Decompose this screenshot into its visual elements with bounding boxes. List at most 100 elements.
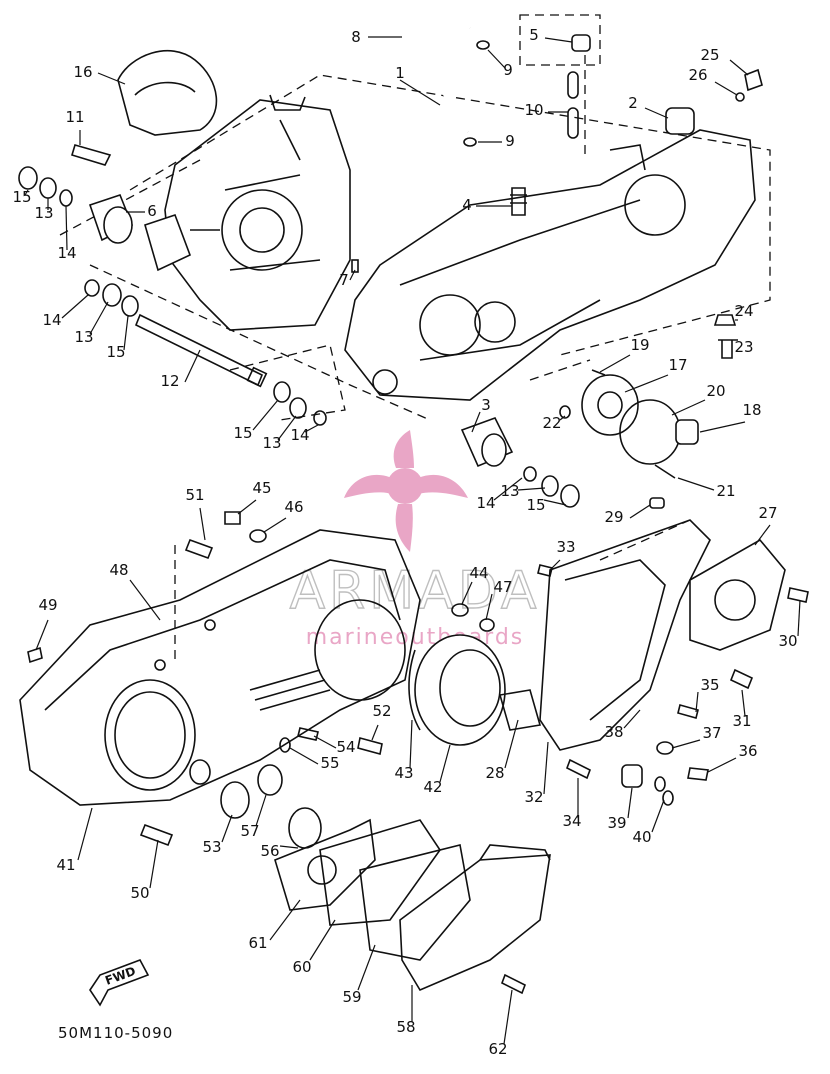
leader-line-50 [149,839,159,889]
leader-line-40 [651,799,665,833]
callout-61: 61 [248,934,267,952]
callout-54: 54 [336,738,355,756]
forward-arrow: FWD [89,959,150,1007]
callout-34: 34 [562,812,581,830]
lower-left-fasteners [27,511,383,849]
leader-line-52 [371,724,379,741]
callout-1: 1 [395,64,405,82]
leader-line-37 [671,739,701,749]
callout-35: 35 [700,676,719,694]
callout-17: 17 [668,356,687,374]
callout-14: 14 [290,426,309,444]
left-bearings [18,144,192,317]
leader-line-14 [65,205,68,251]
callout-8: 8 [351,28,361,46]
leader-line-51 [199,507,206,541]
callout-36: 36 [738,742,757,760]
leader-line-46 [263,517,287,533]
callout-56: 56 [260,842,279,860]
callout-2: 2 [628,94,638,112]
callout-3: 3 [481,396,491,414]
callout-13: 13 [34,204,53,222]
leader-line-32 [543,741,549,795]
leader-line-15 [543,499,567,506]
leader-line-39 [627,787,633,819]
callout-32: 32 [524,788,543,806]
crankcase-cover-left [19,529,421,806]
callout-49: 49 [38,596,57,614]
watermark-blade-left [344,474,392,498]
leader-line-38 [623,709,641,729]
callout-15: 15 [12,188,31,206]
callout-38: 38 [604,723,623,741]
callout-50: 50 [130,884,149,902]
callout-48: 48 [109,561,128,579]
callout-16: 16 [73,63,92,81]
callout-26: 26 [688,66,707,84]
callout-22: 22 [542,414,561,432]
callout-14: 14 [57,244,76,262]
leader-line-22 [559,415,566,421]
callout-9: 9 [505,132,515,150]
watermark-hub [387,468,423,504]
leader-line-53 [221,814,233,843]
lower-covers [274,818,551,995]
leader-line-44 [461,581,473,605]
leader-line-35 [695,691,699,713]
leader-line-15 [123,315,129,351]
leader-line-55 [289,747,319,765]
callout-60: 60 [292,958,311,976]
callout-14: 14 [42,311,61,329]
leader-line-43 [409,719,413,769]
callout-41: 41 [56,856,75,874]
leader-line-15 [252,399,279,431]
callout-20: 20 [706,382,725,400]
callout-46: 46 [284,498,303,516]
callout-53: 53 [202,838,221,856]
leader-line-28 [504,719,519,769]
leader-line-17 [624,374,669,393]
callout-13: 13 [74,328,93,346]
leader-line-14 [304,424,319,433]
leader-lines [24,36,801,1045]
assembly-guide-lines [59,14,771,660]
callout-62: 62 [488,1040,507,1058]
pump-assembly [581,314,738,479]
leader-line-48 [129,579,161,621]
callout-11: 11 [65,108,84,126]
leader-line-29 [629,504,651,519]
leader-line-14 [61,294,89,319]
leader-line-33 [549,559,561,571]
callout-15: 15 [233,424,252,442]
leader-line-57 [255,794,267,827]
callout-33: 33 [556,538,575,556]
callout-12: 12 [160,372,179,390]
gasket-16 [117,50,218,136]
callout-6: 6 [147,202,157,220]
leader-line-26 [714,81,738,96]
cap-42 [408,603,506,746]
fwd-label: FWD [103,964,137,988]
callout-55: 55 [320,754,339,772]
leader-line-14 [493,477,523,501]
callout-9: 9 [503,61,513,79]
callout-15: 15 [526,496,545,514]
callout-5: 5 [529,26,539,44]
callout-13: 13 [262,434,281,452]
callout-23: 23 [734,338,753,356]
leader-line-20 [671,399,706,416]
callout-42: 42 [423,778,442,796]
callout-59: 59 [342,988,361,1006]
callout-25: 25 [700,46,719,64]
leader-line-62 [503,989,513,1045]
leader-line-5 [544,37,573,43]
leader-line-49 [35,619,49,651]
callout-29: 29 [604,508,623,526]
leader-line-7 [349,269,356,281]
callout-58: 58 [396,1018,415,1036]
leader-line-47 [485,593,493,621]
leader-line-31 [741,689,746,717]
watermark-blade-bottom [395,504,413,552]
callout-45: 45 [252,479,271,497]
